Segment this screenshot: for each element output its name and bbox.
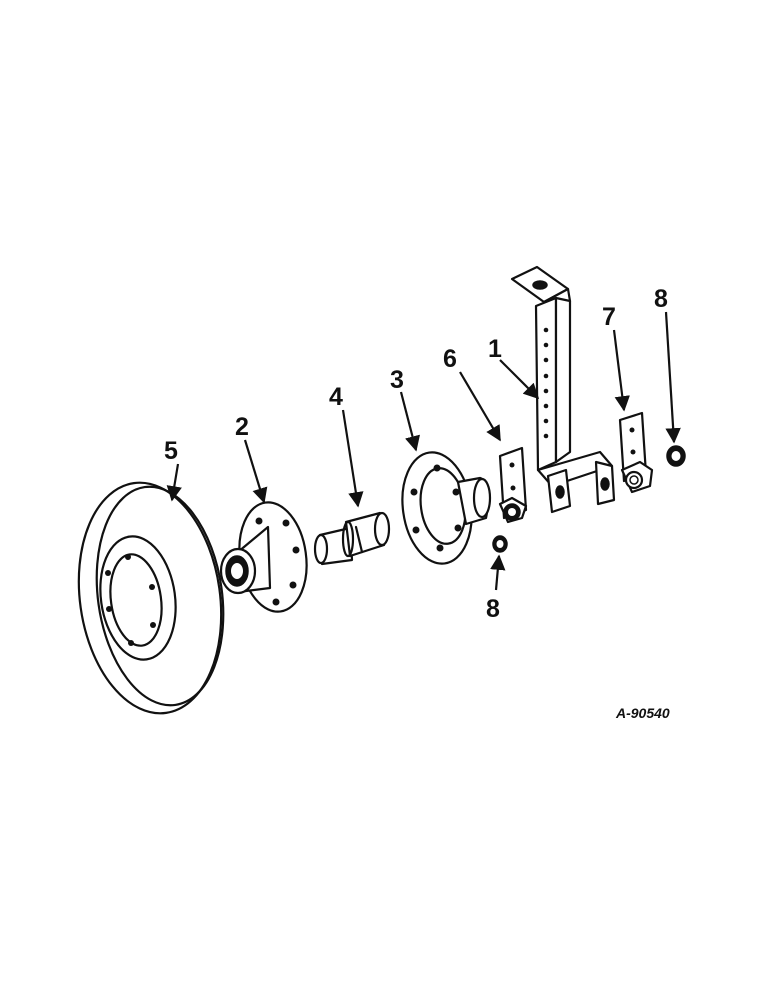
leader-7	[612, 329, 630, 412]
callout-5: 5	[164, 437, 178, 465]
nut-upper	[666, 445, 686, 467]
leader-8b	[490, 554, 506, 591]
leader-5	[166, 463, 182, 502]
leader-1	[499, 359, 540, 400]
callout-3: 3	[390, 366, 404, 394]
hub	[219, 501, 308, 613]
leader-6	[459, 371, 501, 442]
mounting-arm	[510, 265, 616, 514]
bearing-housing	[401, 451, 492, 565]
callout-4: 4	[329, 383, 343, 411]
callout-8-upper: 8	[654, 285, 668, 313]
callout-7: 7	[602, 303, 616, 331]
figure-reference-code: A-90540	[615, 705, 670, 721]
leader-8a	[664, 311, 681, 444]
bracket-left	[498, 446, 528, 524]
nut-lower	[492, 535, 508, 553]
callout-1: 1	[488, 335, 502, 363]
leader-4	[341, 409, 364, 508]
callout-6: 6	[443, 345, 457, 373]
leader-3	[399, 391, 420, 452]
disc-blade	[77, 481, 225, 715]
callout-2: 2	[235, 413, 249, 441]
bracket-right	[618, 411, 654, 494]
leader-2	[243, 439, 268, 504]
spindle	[313, 511, 391, 566]
callout-8-lower: 8	[486, 595, 500, 623]
